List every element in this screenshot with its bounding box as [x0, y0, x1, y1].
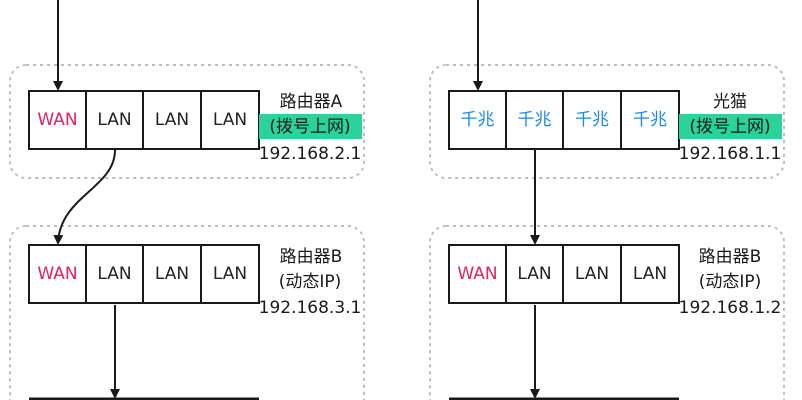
port-label: LAN	[575, 264, 609, 284]
port-label: WAN	[37, 264, 77, 284]
modem-port-3: 千兆	[620, 90, 680, 150]
router-b-left-port-2: LAN	[142, 244, 202, 304]
modem-port-2: 千兆	[562, 90, 622, 150]
router-b-left-port-1: LAN	[85, 244, 144, 304]
router-a-mode: (拨号上网)	[269, 117, 350, 137]
port-label: 千兆	[461, 110, 495, 130]
port-label: LAN	[517, 264, 551, 284]
router-a-port-3: LAN	[200, 90, 260, 150]
port-label: 千兆	[575, 110, 609, 130]
router-a-name: 路由器A	[280, 92, 343, 112]
port-label: WAN	[37, 110, 77, 130]
router-b-right: WAN LAN LAN LAN 路由器B (动态IP) 192.168.1.2	[448, 244, 782, 318]
router-b-right-port-2: LAN	[562, 244, 622, 304]
router-b-right-name: 路由器B	[699, 247, 762, 267]
modem-mode: (拨号上网)	[689, 117, 770, 137]
group-box-modem	[429, 64, 785, 179]
port-label: LAN	[213, 264, 247, 284]
router-b-right-port-0: WAN	[448, 244, 507, 304]
router-b-left-name: 路由器B	[280, 247, 343, 267]
port-label: LAN	[633, 264, 667, 284]
port-label: WAN	[457, 264, 497, 284]
modem-port-1: 千兆	[505, 90, 564, 150]
port-label: LAN	[97, 264, 131, 284]
router-b-left-mode: (动态IP)	[279, 272, 342, 292]
port-label: LAN	[97, 110, 131, 130]
router-b-left-port-0: WAN	[28, 244, 87, 304]
group-box-router-b-left	[9, 225, 365, 400]
router-b-left-port-3: LAN	[200, 244, 260, 304]
router-b-right-port-3: LAN	[620, 244, 680, 304]
modem-name: 光猫	[713, 92, 747, 112]
router-a-port-0: WAN	[28, 90, 87, 150]
port-label: LAN	[155, 264, 189, 284]
router-b-left: WAN LAN LAN LAN 路由器B (动态IP) 192.168.3.1	[28, 244, 362, 318]
modem-mode-highlight	[679, 114, 782, 139]
group-box-router-b-right	[429, 225, 785, 400]
optical-modem: 千兆 千兆 千兆 千兆 光猫 (拨号上网) 192.168.1.1	[448, 90, 782, 164]
port-label: LAN	[155, 110, 189, 130]
modem-port-0: 千兆	[448, 90, 507, 150]
port-label: 千兆	[633, 110, 667, 130]
router-a-mode-highlight	[259, 114, 362, 139]
group-box-router-a	[9, 64, 365, 179]
wire-router-a-lan-to-router-b-wan	[53, 149, 116, 245]
router-b-right-ip: 192.168.1.2	[679, 298, 782, 318]
router-a-port-2: LAN	[142, 90, 202, 150]
router-a-port-1: LAN	[85, 90, 144, 150]
router-a-ip: 192.168.2.1	[259, 144, 362, 164]
router-b-left-ip: 192.168.3.1	[259, 298, 362, 318]
router-b-right-port-1: LAN	[505, 244, 564, 304]
port-label: 千兆	[518, 110, 552, 130]
router-b-right-mode: (动态IP)	[699, 272, 762, 292]
port-label: LAN	[213, 110, 247, 130]
modem-ip: 192.168.1.1	[679, 144, 782, 164]
router-a: WAN LAN LAN LAN 路由器A (拨号上网) 192.168.2.1	[28, 90, 362, 164]
